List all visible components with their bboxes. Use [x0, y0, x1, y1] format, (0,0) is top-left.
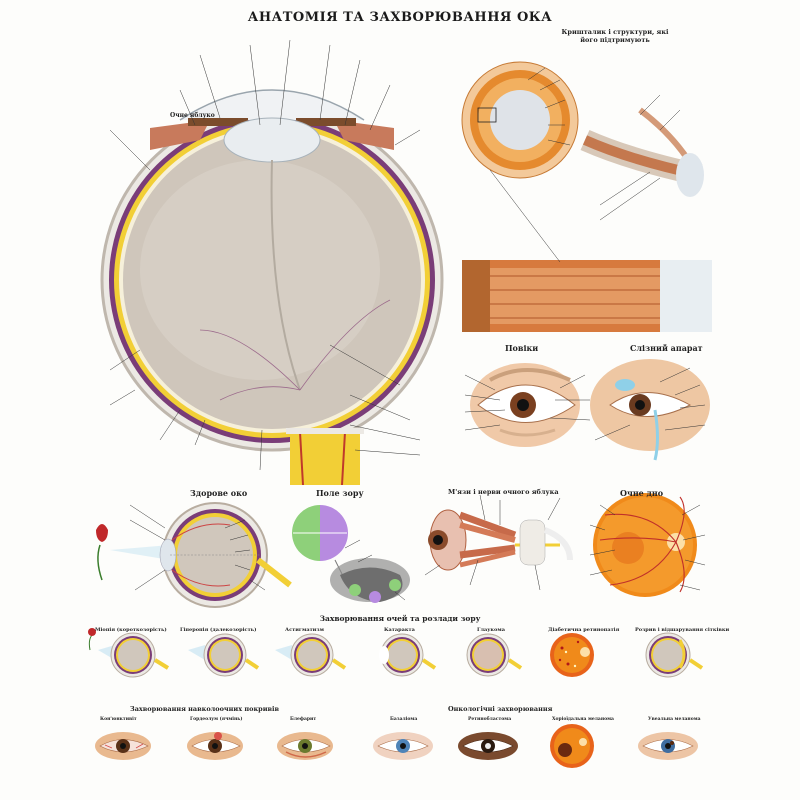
healthy-eye-heading: Здорове око — [190, 488, 248, 498]
healthy-eye-leaders — [129, 504, 266, 591]
lid-disease-caption: Кон'юнктивіт — [100, 717, 137, 722]
lid-disease-caption: Увеальна меланома — [648, 717, 701, 722]
diseases-heading: Захворювання очей та розлади зору — [319, 614, 481, 623]
muscles-nerves-heading: М'язи і нерви очного яблука — [448, 488, 559, 496]
main-eye-leaders — [109, 39, 421, 471]
eyelid-leaders — [464, 374, 591, 431]
fundus-image — [593, 493, 697, 597]
eyelids-heading: Повіки — [505, 343, 539, 353]
muscles-nerves-diagram — [428, 509, 573, 571]
lens-section-heading: Кришталик і структури, які його підтриму… — [561, 28, 669, 44]
disease-caption: Міопія (короткозорість) — [95, 627, 167, 633]
poster-title: АНАТОМІЯ ТА ЗАХВОРЮВАННЯ ОКА — [247, 10, 553, 25]
lid-disease-caption: Ретинобластома — [468, 717, 512, 722]
lid-disease-caption: Блефарит — [290, 717, 317, 722]
disease-row-illustrations — [88, 628, 704, 678]
muscles-leaders — [424, 494, 561, 591]
oncology-heading: Онкологічні захворювання — [448, 705, 553, 713]
lid-disease-caption: Базаліома — [390, 717, 418, 722]
fundus-leaders — [589, 504, 706, 591]
disease-caption: Астигматизм — [285, 627, 324, 633]
fundus-heading: Очне дно — [620, 488, 664, 498]
lacrimal-illustration — [590, 359, 710, 461]
lacrimal-leaders — [594, 367, 706, 441]
lens-leaders — [527, 67, 681, 221]
lid-disease-illustrations — [95, 724, 698, 768]
main-eyeball — [100, 89, 444, 486]
lid-disease-caption: Хоріоїдальна меланома — [552, 717, 614, 722]
lid-diseases-heading: Захворювання навколоочних покривів — [130, 705, 280, 713]
disease-caption: Діабетична ретинопатія — [548, 627, 620, 633]
disease-caption: Глаукома — [477, 627, 505, 633]
visual-field-leaders — [344, 539, 406, 601]
disease-caption: Катаракта — [384, 627, 415, 633]
lens-diagram — [461, 61, 712, 332]
disease-caption: Гіперопія (далекозорість) — [180, 627, 257, 633]
disease-caption: Розрив і відшарування сітківки — [635, 627, 730, 633]
lacrimal-heading: Слізний апарат — [630, 343, 703, 353]
eyeball-top-label: Очне яблуко — [170, 112, 215, 119]
visual-field-heading: Поле зору — [316, 488, 364, 498]
eyelid-illustration — [470, 363, 580, 447]
visual-field-diagram — [292, 505, 410, 603]
lid-disease-caption: Гордеолум (ячмінь) — [190, 717, 243, 722]
healthy-eye — [96, 502, 292, 608]
